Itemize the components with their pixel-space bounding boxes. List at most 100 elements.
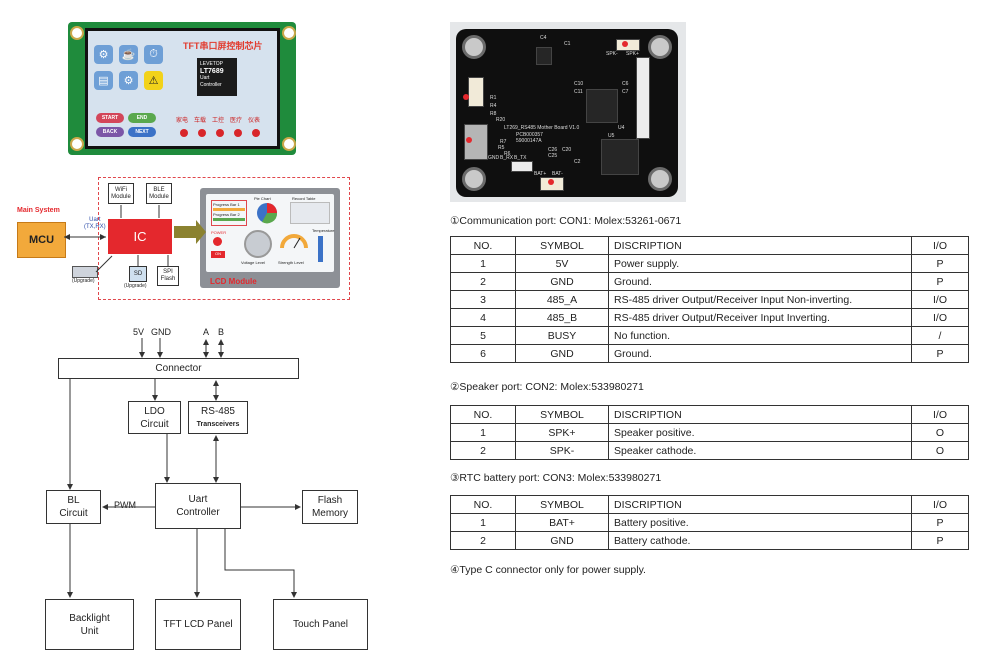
- silk-text: C25: [548, 153, 558, 159]
- table-cell: Battery positive.: [608, 513, 912, 532]
- pcb: LT269_RS485 Mother Board V1.0 PCB000357 …: [456, 29, 678, 197]
- chip-text: Uart: [200, 75, 210, 81]
- on-badge: ON: [211, 251, 225, 258]
- lcd-module-frame: [98, 177, 350, 300]
- lcd-title: TFT串口屏控制芯片: [183, 41, 263, 51]
- mount-hole: [648, 167, 672, 191]
- document-icon: ▤: [94, 71, 113, 90]
- rs485-text: RS-485: [201, 405, 235, 417]
- table-cell: Speaker cathode.: [608, 441, 912, 460]
- lcd-back-button: BACK: [96, 127, 124, 137]
- silk-text: U4: [618, 125, 625, 131]
- table-cell: RS-485 driver Output/Receiver Input Non-…: [608, 290, 912, 309]
- thermometer-icon: [318, 236, 323, 262]
- flash-text: Flash: [317, 495, 343, 506]
- column-header: SYMBOL: [515, 236, 609, 255]
- silk-text: R6: [504, 151, 511, 157]
- table-cell: /: [911, 326, 969, 345]
- lcd-category: 家电: [176, 118, 189, 124]
- table-cell: Ground.: [608, 344, 912, 363]
- table-cell: 1: [450, 254, 516, 273]
- ble-text: BLE: [153, 186, 165, 193]
- column-header: SYMBOL: [515, 495, 609, 514]
- table-cell: 2: [450, 441, 516, 460]
- silk-text: R4: [490, 103, 497, 109]
- fpc-connector: [636, 57, 650, 139]
- column-header: SYMBOL: [515, 405, 609, 424]
- marker-2: [622, 41, 628, 47]
- progress-bar: [213, 208, 245, 211]
- lcd-module-label: LCD Module: [210, 277, 257, 286]
- spi-flash: SPI Flash: [157, 266, 179, 286]
- mount-hole: [462, 35, 486, 59]
- usb-icon: [72, 266, 98, 278]
- table-cell: Battery cathode.: [608, 531, 912, 550]
- uart-controller-text: Uart: [188, 494, 208, 505]
- cup-icon: ☕: [119, 45, 138, 64]
- mcu-block: MCU: [17, 222, 66, 258]
- voltage-label: Voltage Level: [241, 260, 266, 265]
- bl-text: BL: [67, 495, 80, 506]
- silk-text: U5: [608, 133, 615, 139]
- lcd-dashboard: Progress Bar 1 Progress Bar 2 Pie Chart …: [206, 194, 334, 272]
- progress-label: Progress Bar 2: [213, 212, 240, 217]
- lcd-category: 车载: [194, 118, 207, 124]
- lcd-start-button: START: [96, 113, 124, 123]
- silk-text: PCB000357: [516, 132, 543, 138]
- table-cell: P: [911, 513, 969, 532]
- spi-text: Flash: [160, 276, 176, 282]
- column-header: DISCRIPTION: [608, 405, 912, 424]
- silk-text: R8: [490, 111, 497, 117]
- lcd-indicator: [252, 129, 260, 137]
- marker-1: [463, 94, 469, 100]
- pin-a-label: A: [203, 327, 210, 337]
- silk-text: BAT-: [552, 171, 563, 177]
- timer-icon: ⏱: [144, 45, 163, 64]
- ic-block: IC: [108, 219, 172, 254]
- record-label: Record Table: [292, 196, 316, 201]
- chip-u4: [586, 89, 618, 123]
- silk-text: B_TX: [514, 155, 527, 161]
- bl-text: Circuit: [59, 508, 88, 519]
- column-header: NO.: [450, 236, 516, 255]
- uart-text: Uart: [89, 217, 101, 223]
- voltage-knob: [244, 230, 272, 258]
- wifi-text: WiFi: [115, 186, 127, 193]
- table-cell: 485_B: [515, 308, 609, 327]
- uart-controller-block: Uart Controller: [155, 483, 241, 529]
- marker-4: [466, 137, 472, 143]
- touch-panel-block: Touch Panel: [273, 599, 368, 650]
- pwm-label: PWM: [114, 500, 136, 510]
- table2-caption: ②Speaker port: CON2: Molex:533980271: [450, 381, 644, 393]
- column-header: I/O: [911, 405, 969, 424]
- table-cell: 1: [450, 513, 516, 532]
- silk-text: C20: [562, 147, 572, 153]
- power-label: POWER: [211, 230, 227, 235]
- mount-hole: [282, 26, 296, 40]
- silk-text: R20: [496, 117, 506, 123]
- rs485-text: Transceivers: [196, 420, 240, 428]
- con1-connector: [468, 77, 484, 107]
- gauge-icon: [280, 234, 308, 249]
- table-cell: P: [911, 254, 969, 273]
- mount-hole: [70, 26, 84, 40]
- power-icon: [213, 237, 222, 246]
- lcd-indicator: [234, 129, 242, 137]
- table-cell: BUSY: [515, 326, 609, 345]
- backlight-unit-block: Backlight Unit: [45, 599, 134, 650]
- column-header: DISCRIPTION: [608, 495, 912, 514]
- lcd-category: 仪表: [248, 118, 261, 124]
- block-connectors: [67, 338, 301, 598]
- backlight-text: Unit: [80, 625, 99, 637]
- column-header: I/O: [911, 236, 969, 255]
- table-cell: GND: [515, 531, 609, 550]
- lcd-category: 工控: [212, 118, 225, 124]
